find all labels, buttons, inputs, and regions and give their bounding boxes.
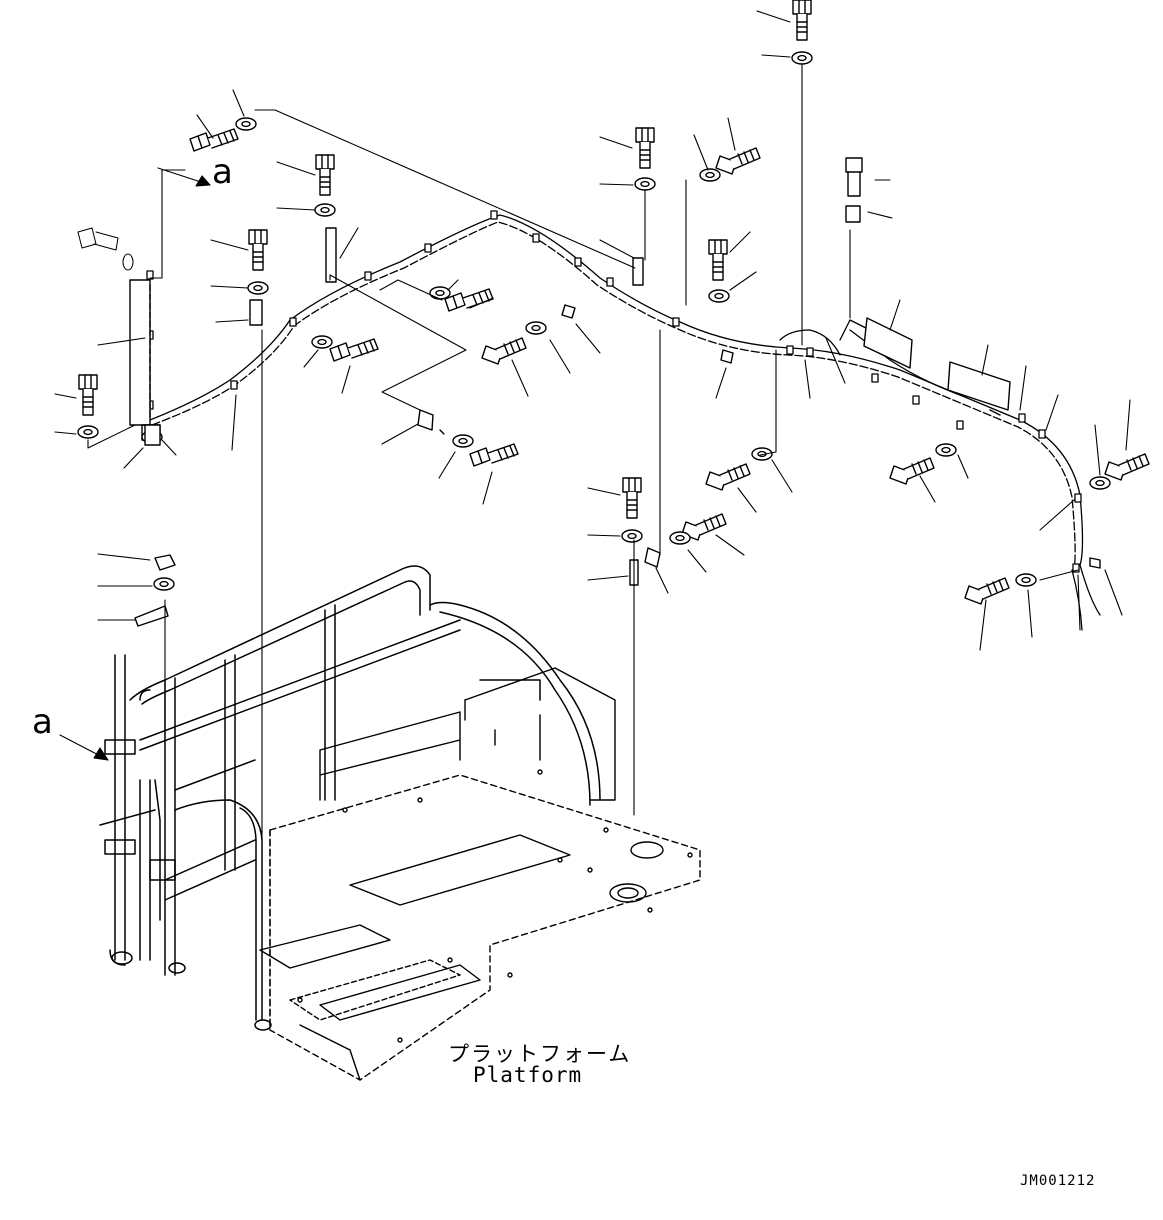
- drawing-code: JM001212: [1020, 1173, 1096, 1189]
- left-harness-bracket: [129, 279, 163, 444]
- view-a-label-top: a: [212, 152, 233, 192]
- leader-lines: [54, 10, 1131, 841]
- handrail-frame: [99, 565, 601, 1031]
- platform-label-english: Platform: [473, 1063, 583, 1087]
- connector-blocks: [863, 317, 1011, 416]
- fasteners: [77, 0, 1150, 627]
- platform-label-japanese: プラットフォーム: [448, 1042, 632, 1066]
- wiring-harness: [146, 210, 1101, 631]
- platform-floor: [259, 769, 701, 1081]
- platform-rear-wall: [319, 667, 616, 801]
- view-a-label-left: a: [32, 702, 53, 742]
